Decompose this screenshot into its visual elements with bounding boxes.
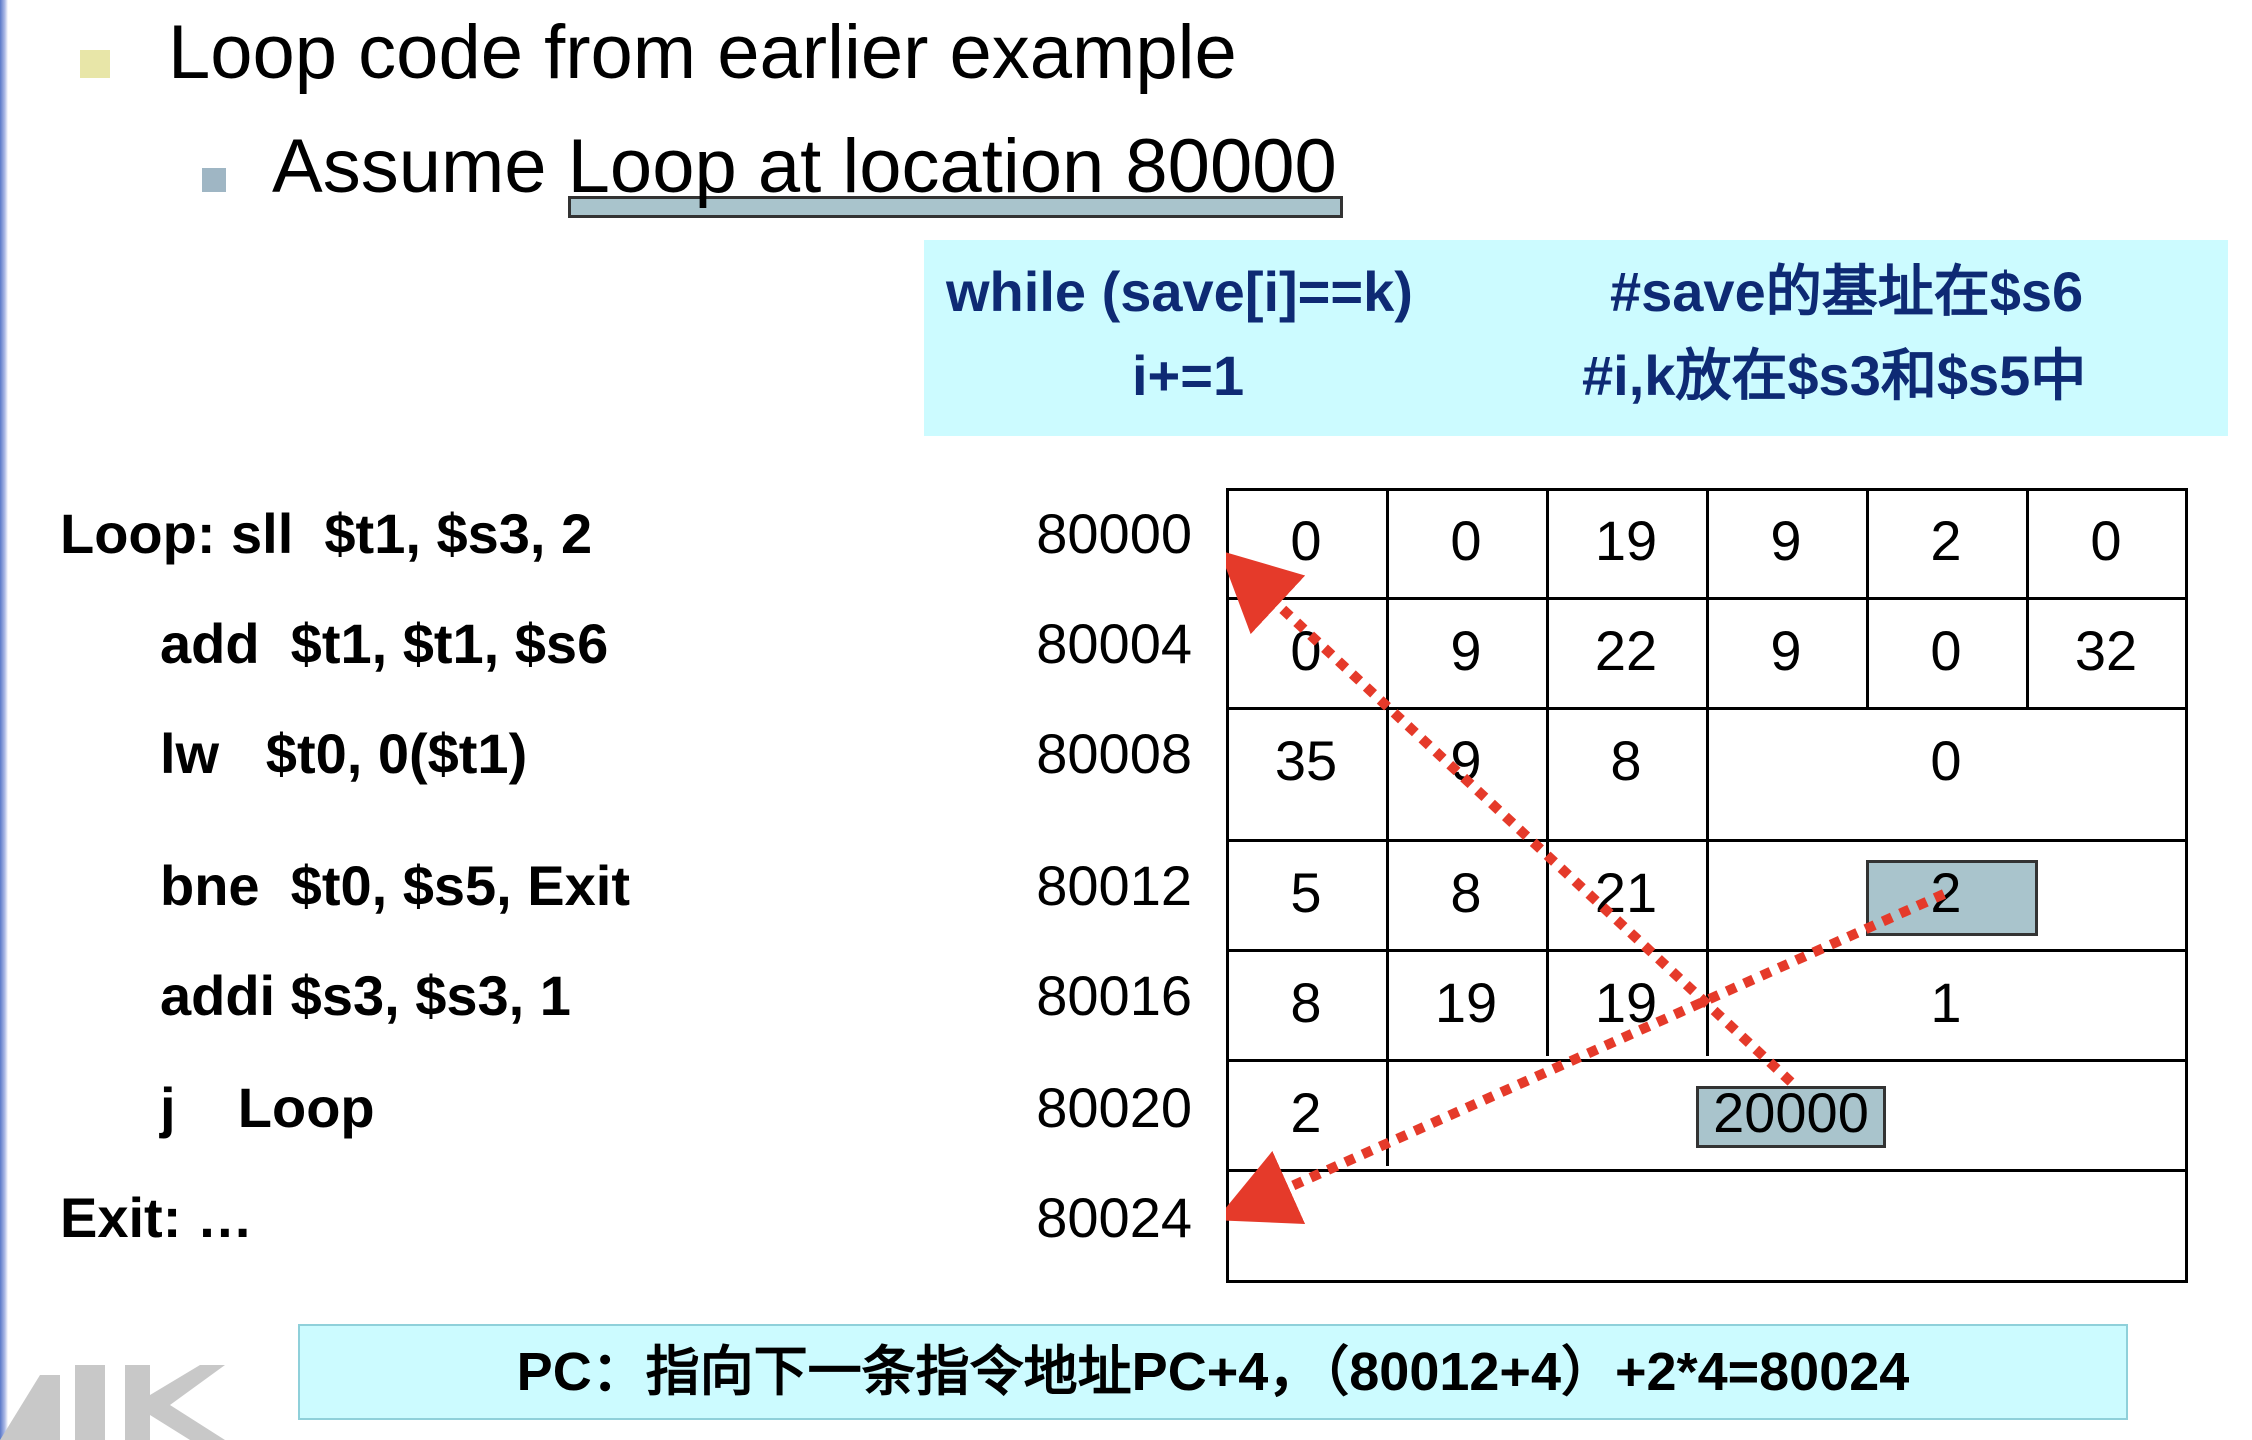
instruction-4: addi $s3, $s3, 1 <box>160 964 571 1027</box>
address-6: 80024 <box>1036 1186 1192 1249</box>
cell: 0 <box>1930 729 1962 792</box>
cell: 22 <box>1594 619 1658 682</box>
underline-highlight <box>567 196 1343 218</box>
cell: 9 <box>1450 619 1482 682</box>
instruction-5: j Loop <box>160 1076 375 1139</box>
branch-arrows <box>1226 550 1947 1224</box>
machine-code-grid: 0 0 19 9 2 0 0 9 22 9 0 32 35 9 8 0 5 8 … <box>1226 488 2188 1283</box>
address-1: 80004 <box>1036 612 1192 675</box>
cell: 0 <box>2090 509 2122 572</box>
col-sep-1 <box>1386 488 1389 1166</box>
c-code-line-2: i+=1 <box>1132 344 1245 407</box>
cell: 20000 <box>1713 1081 1869 1144</box>
cell: 8 <box>1450 861 1482 924</box>
cell: 9 <box>1770 619 1802 682</box>
sub-bullet-square <box>202 168 226 192</box>
cell: 32 <box>2074 619 2138 682</box>
slide-title: Loop code from earlier example <box>168 10 1237 95</box>
cell: 0 <box>1450 509 1482 572</box>
left-edge-bar <box>0 0 8 1440</box>
subtitle-prefix: Assume <box>272 124 568 209</box>
c-comment-line-2: #i,k放在$s3和$s5中 <box>1582 344 2087 407</box>
c-comment-line-1: #save的基址在$s6 <box>1610 260 2084 323</box>
instruction-2: lw $t0, 0($t1) <box>160 722 528 785</box>
instruction-6: Exit: … <box>60 1186 253 1249</box>
col-sep-5 <box>2026 488 2029 707</box>
address-0: 80000 <box>1036 502 1192 565</box>
instruction-0: Loop: sll $t1, $s3, 2 <box>60 502 593 565</box>
address-2: 80008 <box>1036 722 1192 785</box>
slide-subtitle: Assume Loop at location 80000 <box>272 122 1343 218</box>
jump-target-highlight <box>1696 1086 1886 1148</box>
cell: 35 <box>1274 729 1338 792</box>
bullet-square <box>80 50 110 78</box>
cell: 1 <box>1930 971 1962 1034</box>
instruction-1: add $t1, $t1, $s6 <box>160 612 609 675</box>
branch-offset-highlight <box>1866 860 2038 936</box>
cell: 9 <box>1770 509 1802 572</box>
row-border-6 <box>1226 1169 2188 1283</box>
subtitle-underlined: Loop at location 80000 <box>567 122 1343 218</box>
c-code-line-1: while (save[i]==k) <box>946 260 1413 323</box>
col-sep-2 <box>1546 488 1549 1056</box>
cell: 0 <box>1930 619 1962 682</box>
cell: 2 <box>1930 509 1962 572</box>
pc-explanation-box: PC：指向下一条指令地址PC+4，（80012+4）+2*4=80024 <box>298 1324 2128 1420</box>
logo-icon <box>0 1365 225 1440</box>
col-sep-3 <box>1706 488 1709 1056</box>
address-3: 80012 <box>1036 854 1192 917</box>
cell: 19 <box>1594 509 1658 572</box>
cell: 8 <box>1290 971 1322 1034</box>
col-sep-4 <box>1866 488 1869 707</box>
address-5: 80020 <box>1036 1076 1192 1139</box>
address-4: 80016 <box>1036 964 1192 1027</box>
cell: 19 <box>1434 971 1498 1034</box>
cell: 8 <box>1610 729 1642 792</box>
cell: 2 <box>1290 1081 1322 1144</box>
jump-arrow <box>1226 550 1795 1086</box>
instruction-3: bne $t0, $s5, Exit <box>160 854 630 917</box>
cell: 5 <box>1290 861 1322 924</box>
branch-arrow <box>1226 889 1947 1224</box>
c-code-box: while (save[i]==k) i+=1 #save的基址在$s6 #i,… <box>924 240 2228 436</box>
